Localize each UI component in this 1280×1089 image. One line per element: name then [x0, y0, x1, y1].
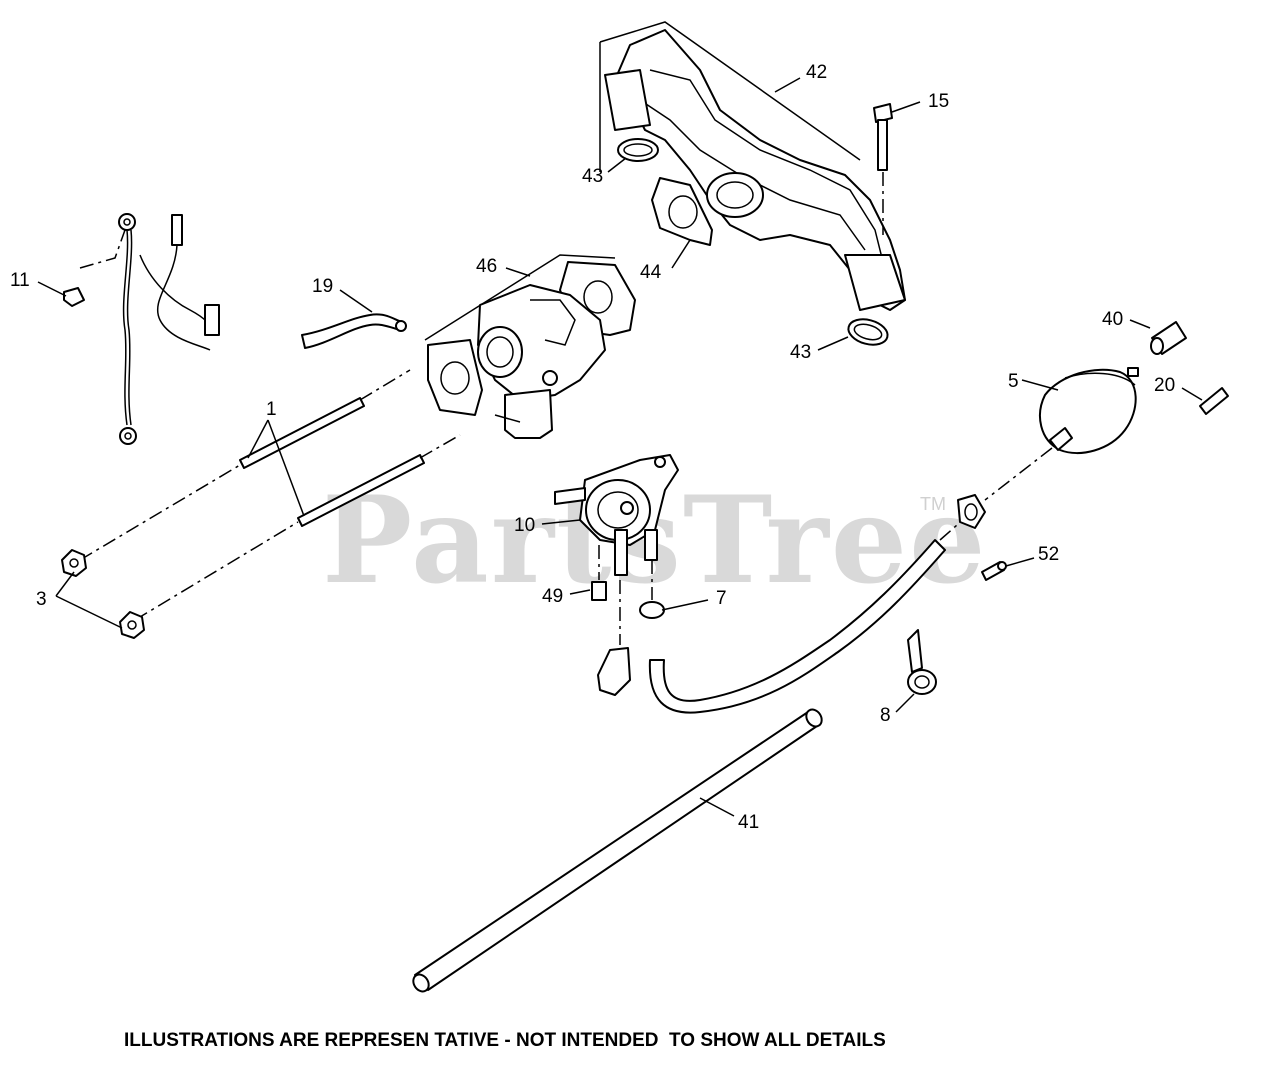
callout-49: 49	[542, 586, 563, 607]
callout-41: 41	[738, 812, 759, 833]
callout-1: 1	[266, 399, 277, 420]
sleeve	[1150, 321, 1187, 355]
callout-19: 19	[312, 276, 333, 297]
callout-3: 3	[36, 589, 47, 610]
callout-52: 52	[1038, 544, 1059, 565]
callout-15: 15	[928, 91, 949, 112]
hose-clamp	[619, 560, 665, 645]
manifold-gasket-upper	[617, 138, 659, 162]
callout-7: 7	[716, 588, 727, 609]
callout-40: 40	[1102, 309, 1123, 330]
studs	[79, 369, 461, 621]
manifold-gasket-lower	[847, 318, 889, 346]
callout-46: 46	[476, 256, 497, 277]
wire-harness	[79, 213, 220, 445]
intake-manifold	[599, 21, 906, 311]
fuel-filter	[984, 367, 1139, 501]
callout-labels: 42 15 43 44 46 19 11 43 40 5 20 1 10 52 …	[10, 62, 1175, 833]
fuel-line-hose	[597, 517, 966, 714]
fuel-fitting	[981, 561, 1007, 581]
filter-clip	[957, 494, 986, 529]
callout-43-lower: 43	[790, 342, 811, 363]
callout-5: 5	[1008, 371, 1019, 392]
callout-10: 10	[514, 515, 535, 536]
carburetor	[424, 254, 636, 439]
pump-screw	[591, 545, 607, 601]
long-fuel-hose	[412, 708, 823, 993]
callout-8: 8	[880, 705, 891, 726]
callout-42: 42	[806, 62, 827, 83]
pin	[1199, 387, 1229, 415]
callout-11: 11	[10, 270, 30, 291]
ground-nut	[63, 287, 85, 307]
carburetor-gasket	[651, 177, 713, 246]
stud-nuts	[61, 549, 145, 639]
disclaimer-caption: ILLUSTRATIONS ARE REPRESEN TATIVE - NOT …	[124, 1030, 886, 1051]
trademark-mark: TM	[920, 494, 946, 514]
leader-lines	[37, 77, 1203, 817]
callout-20: 20	[1154, 375, 1175, 396]
callout-43-upper: 43	[582, 166, 603, 187]
bolt	[873, 103, 893, 235]
line-clamp	[907, 629, 937, 695]
callout-44: 44	[640, 262, 662, 283]
short-hose	[301, 313, 407, 349]
fuel-pump	[554, 454, 679, 576]
